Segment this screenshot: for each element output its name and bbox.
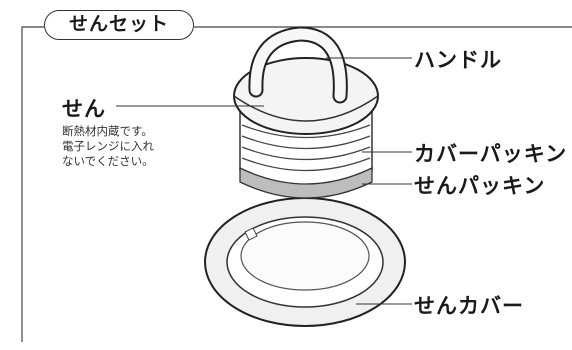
- handle-illustration: [248, 26, 348, 104]
- set-title: せんセット: [44, 10, 194, 40]
- stopper-note-line: 断熱材内蔵です。: [62, 124, 153, 138]
- stopper-cover-label: せんカバー: [414, 294, 524, 318]
- frame-line: [21, 26, 572, 342]
- stopper-note: 断熱材内蔵です。 電子レンジに入れ ないでください。: [62, 124, 154, 169]
- handle-label: ハンドル: [414, 48, 502, 72]
- stopper-note-line: 電子レンジに入れ: [62, 139, 154, 153]
- stopper-note-line: ないでください。: [62, 154, 154, 168]
- stopper-packing-label: せんパッキン: [414, 174, 546, 198]
- cover-packing-label: カバーパッキン: [414, 142, 568, 166]
- stopper-cover-illustration: [204, 197, 406, 327]
- stopper-label: せん: [62, 97, 106, 121]
